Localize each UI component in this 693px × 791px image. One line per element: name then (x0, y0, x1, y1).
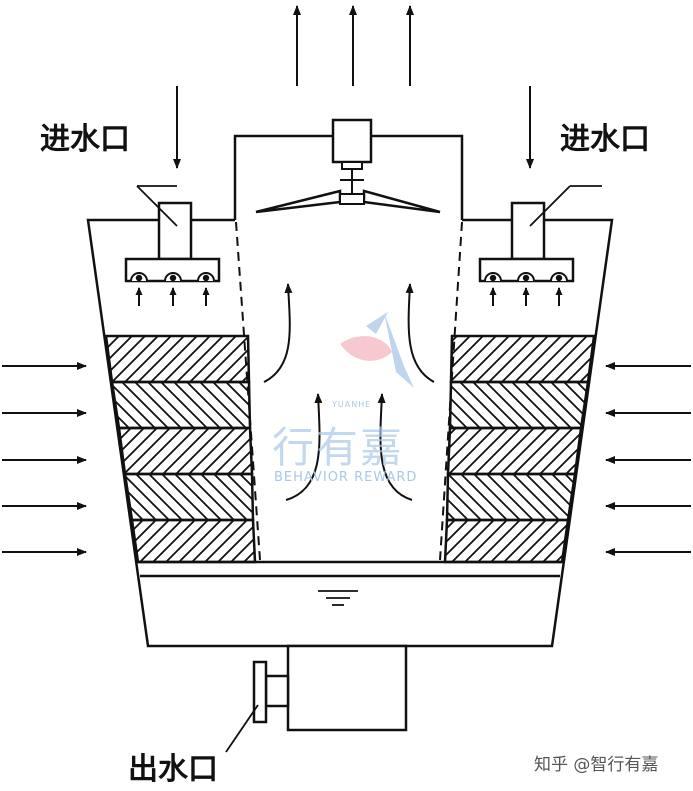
air-intake-arrows-right (605, 362, 691, 556)
inner-channel-walls (235, 221, 463, 561)
water-distributor-left (124, 185, 221, 283)
outlet-label: 出水口 (128, 752, 218, 787)
inlet-water-arrows (173, 86, 534, 169)
spray-nozzles-left (130, 272, 215, 282)
credit-text: 知乎 @智行有嘉 (534, 755, 659, 775)
spray-arrows-right (489, 287, 563, 306)
outlet-pipe (225, 644, 408, 753)
spray-nozzles-right (484, 272, 568, 282)
fill-media-right (443, 334, 596, 564)
spray-arrows-left (135, 287, 210, 306)
water-basin (138, 560, 562, 578)
internal-airflow-arrows (263, 283, 435, 501)
inlet-label-right: 进水口 (560, 122, 650, 157)
water-distributor-right (478, 185, 602, 283)
fan-blades (255, 189, 441, 214)
water-level-symbol (318, 590, 358, 606)
inlet-label-left: 进水口 (40, 122, 130, 157)
fan-motor (331, 118, 373, 205)
watermark-logo (340, 312, 414, 388)
air-intake-arrows-left (2, 362, 87, 556)
exhaust-air-arrows (293, 5, 414, 86)
fill-media-left (104, 334, 257, 564)
